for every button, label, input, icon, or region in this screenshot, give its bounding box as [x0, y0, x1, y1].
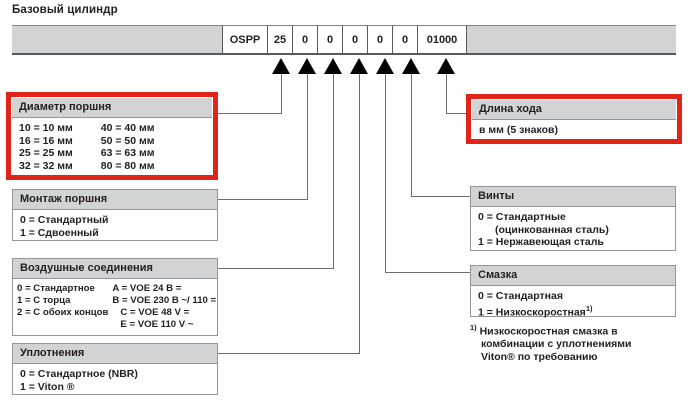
- arrow-piston-diameter: [272, 58, 290, 74]
- seals-option: 0 = Стандартное (NBR): [20, 368, 138, 380]
- air-connections-voltage-option: C = VOE 48 V =: [120, 307, 190, 318]
- connector-air-connections-horizontal: [218, 268, 334, 269]
- air-connections-voltage-option: A = VOE 24 B =: [112, 283, 182, 294]
- code-cell-air-connections[interactable]: 0: [317, 26, 343, 53]
- seals-option: 1 = Viton ®: [20, 380, 75, 393]
- air-connections-column-left: 0 = Стандартное 1 = С торца 2 = С обоих …: [17, 283, 108, 331]
- footnote-marker-icon: 1): [585, 303, 593, 313]
- order-code-bar: OSPP 25 0 0 0 0 0 01000: [12, 25, 676, 55]
- arrow-stroke-length: [437, 58, 455, 74]
- arrow-seals: [350, 58, 368, 74]
- piston-diameter-column-right: 40 = 40 мм 50 = 50 мм 63 = 63 мм 80 = 80…: [73, 122, 206, 172]
- box-lubrication: Смазка 0 = Стандартная 1 = Низкоскоростн…: [470, 265, 676, 318]
- arrow-air-connections: [324, 58, 342, 74]
- piston-diameter-column-left: 10 = 10 мм 16 = 16 мм 25 = 25 мм 32 = 32…: [19, 122, 73, 172]
- box-seals: Уплотнения 0 = Стандартное (NBR) 1 = Vit…: [12, 343, 218, 395]
- piston-diameter-option: 10 = 10 мм: [19, 122, 73, 134]
- piston-diameter-option: 40 = 40 мм: [100, 122, 155, 134]
- lubrication-option: 1 = Низкоскоростная1): [478, 303, 669, 319]
- connector-piston-mounting-vertical: [307, 74, 308, 200]
- box-air-connections: Воздушные соединения 0 = Стандартное 1 =…: [12, 258, 218, 336]
- piston-mounting-option: 1 = Сдвоенный: [20, 226, 99, 239]
- code-cell-group: OSPP 25 0 0 0 0 0 01000: [222, 26, 467, 53]
- box-piston-diameter: Диаметр поршня 10 = 10 мм 16 = 16 мм 25 …: [12, 98, 212, 174]
- air-connections-option: 0 = Стандартное: [17, 283, 95, 294]
- connector-piston-mounting-horizontal: [218, 199, 308, 200]
- screws-option: 1 = Нержавеющая сталь: [478, 236, 604, 248]
- box-piston-mounting: Монтаж поршня 0 = Стандартный 1 = Сдвоен…: [12, 189, 218, 241]
- code-bar-spacer-left: [12, 26, 222, 53]
- connector-seals-horizontal: [218, 353, 360, 354]
- code-cell-piston-diameter[interactable]: 25: [267, 26, 293, 53]
- code-cell-piston-mounting[interactable]: 0: [292, 26, 318, 53]
- piston-diameter-option: 16 = 16 мм: [19, 134, 73, 147]
- footnote-line-1: Низкоскоростная смазка в: [479, 325, 618, 338]
- code-cell-seals[interactable]: 0: [342, 26, 368, 53]
- code-cell-lubrication[interactable]: 0: [367, 26, 393, 53]
- footnote-lubrication: 1) Низкоскоростная смазка в комбинации с…: [470, 322, 682, 363]
- box-screws-title: Винты: [471, 187, 675, 207]
- connector-piston-diameter-horizontal: [218, 113, 282, 114]
- air-connections-option: 2 = С обоих концов: [17, 307, 109, 318]
- air-connections-option: 1 = С торца: [17, 295, 71, 306]
- lubrication-option-label: 1 = Низкоскоростная: [478, 306, 586, 318]
- footnote-marker: 1): [470, 323, 477, 332]
- connector-stroke-length-vertical: [446, 74, 447, 114]
- code-cell-screws[interactable]: 0: [392, 26, 418, 53]
- box-seals-title: Уплотнения: [13, 344, 217, 364]
- box-lubrication-body: 0 = Стандартная 1 = Низкоскоростная1): [471, 286, 675, 324]
- air-connections-column-right: A = VOE 24 B = B = VOE 230 B ~/ 110 = C …: [108, 283, 216, 331]
- lubrication-option: 0 = Стандартная: [478, 290, 563, 302]
- connector-stroke-length-horizontal: [446, 113, 478, 114]
- piston-diameter-option: 50 = 50 мм: [100, 134, 155, 147]
- box-screws-body: 0 = Стандартные (оцинкованная сталь) 1 =…: [471, 207, 675, 254]
- piston-diameter-option: 80 = 80 мм: [100, 159, 155, 172]
- box-lubrication-title: Смазка: [471, 266, 675, 286]
- air-connections-voltage-option: E = VOE 110 V ~: [120, 319, 194, 330]
- stroke-length-value: в мм (5 знаков): [479, 124, 558, 136]
- box-air-connections-title: Воздушные соединения: [13, 259, 217, 279]
- piston-diameter-option: 25 = 25 мм: [19, 147, 73, 159]
- connector-piston-diameter-vertical: [281, 74, 282, 114]
- piston-mounting-option: 0 = Стандартный: [20, 214, 109, 226]
- box-stroke-length: Длина хода в мм (5 знаков): [472, 100, 676, 138]
- box-piston-diameter-body: 10 = 10 мм 16 = 16 мм 25 = 25 мм 32 = 32…: [12, 118, 212, 177]
- box-stroke-length-title: Длина хода: [472, 100, 676, 120]
- box-seals-body: 0 = Стандартное (NBR) 1 = Viton ®: [13, 364, 217, 398]
- footnote-line-3: Viton® по требованию: [481, 350, 598, 363]
- arrow-piston-mounting: [298, 58, 316, 74]
- code-bar-spacer-right: [466, 26, 676, 53]
- arrow-lubrication: [376, 58, 394, 74]
- box-piston-mounting-body: 0 = Стандартный 1 = Сдвоенный: [13, 210, 217, 244]
- code-cell-stroke-length[interactable]: 01000: [417, 26, 467, 53]
- connector-lubrication-horizontal: [385, 272, 471, 273]
- page-title: Базовый цилиндр: [12, 4, 118, 16]
- box-piston-diameter-title: Диаметр поршня: [12, 98, 212, 118]
- box-stroke-length-body: в мм (5 знаков): [472, 120, 676, 142]
- footnote-line-2: комбинации с уплотнениями: [481, 338, 632, 350]
- connector-lubrication-vertical: [385, 74, 386, 273]
- connector-screws-horizontal: [411, 196, 471, 197]
- box-air-connections-body: 0 = Стандартное 1 = С торца 2 = С обоих …: [13, 279, 217, 336]
- box-screws: Винты 0 = Стандартные (оцинкованная стал…: [470, 186, 676, 251]
- screws-option-detail: (оцинкованная сталь): [495, 223, 609, 236]
- connector-screws-vertical: [411, 74, 412, 197]
- connector-air-connections-vertical: [333, 74, 334, 269]
- code-cell-series[interactable]: OSPP: [222, 26, 268, 53]
- piston-diameter-option: 32 = 32 мм: [19, 159, 73, 172]
- air-connections-voltage-option: B = VOE 230 B ~/ 110 =: [112, 295, 217, 306]
- screws-option: 0 = Стандартные: [478, 211, 566, 223]
- box-piston-mounting-title: Монтаж поршня: [13, 190, 217, 210]
- arrow-screws: [402, 58, 420, 74]
- connector-seals-vertical: [359, 74, 360, 354]
- piston-diameter-option: 63 = 63 мм: [100, 147, 155, 159]
